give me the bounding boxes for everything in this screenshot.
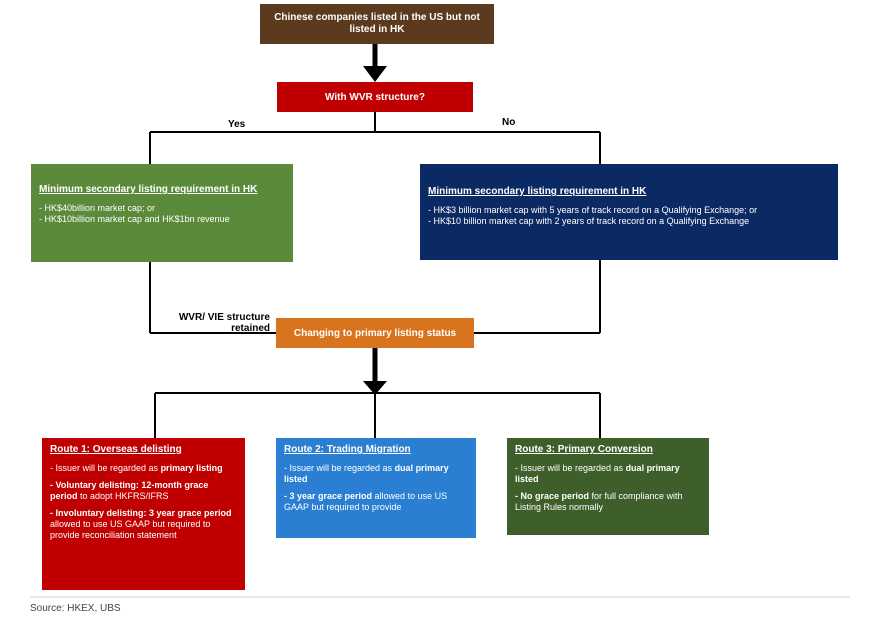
decision-node: With WVR structure? [277,82,473,112]
route-1-title: Route 1: Overseas delisting [50,444,182,455]
no-label: No [502,117,516,128]
decision-node-text: With WVR structure? [325,91,425,103]
route-1-point-1: - Issuer will be regarded as primary lis… [50,463,223,473]
route-2-box: Route 2: Trading Migration - Issuer will… [276,438,476,538]
secondary-listing-nonwvr-title: Minimum secondary listing requirement in… [428,186,647,197]
start-node: Chinese companies listed in the US but n… [260,4,494,44]
route-2-title: Route 2: Trading Migration [284,444,411,455]
secondary-listing-nonwvr-line: - HK$10 billion market cap with 2 years … [428,216,750,226]
secondary-listing-wvr-line: - HK$10billion market cap and HK$1bn rev… [39,214,230,224]
route-3-title: Route 3: Primary Conversion [515,444,653,455]
yes-label: Yes [228,119,246,130]
route-2-point-1: - Issuer will be regarded as dual primar… [284,463,449,484]
start-node-text: Chinese companies listed in the US but n… [274,12,480,35]
primary-status-node: Changing to primary listing status [276,318,474,348]
route-1-box: Route 1: Overseas delisting - Issuer wil… [42,438,245,590]
secondary-listing-wvr-box: Minimum secondary listing requirement in… [31,164,293,262]
primary-status-text: Changing to primary listing status [293,327,457,339]
secondary-listing-wvr-line: - HK$40billion market cap; or [39,203,156,213]
route-3-point-2: - No grace period for full compliance wi… [515,491,683,512]
secondary-listing-wvr-title: Minimum secondary listing requirement in… [39,184,258,195]
secondary-listing-nonwvr-line: - HK$3 billion market cap with 5 years o… [428,205,758,215]
route-3-point-1: - Issuer will be regarded as dual primar… [515,463,680,484]
route-1-point-3: - Involuntary delisting: 3 year grace pe… [50,508,232,540]
source-note: Source: HKEX, UBS [30,603,121,614]
secondary-listing-nonwvr-box: Minimum secondary listing requirement in… [420,164,838,260]
route-3-box: Route 3: Primary Conversion - Issuer wil… [507,438,709,535]
retained-label: WVR/ VIE structure retained [178,312,270,334]
route-2-point-2: - 3 year grace period allowed to use US … [284,491,448,512]
route-1-point-2: - Voluntary delisting: 12-month grace pe… [50,480,209,501]
